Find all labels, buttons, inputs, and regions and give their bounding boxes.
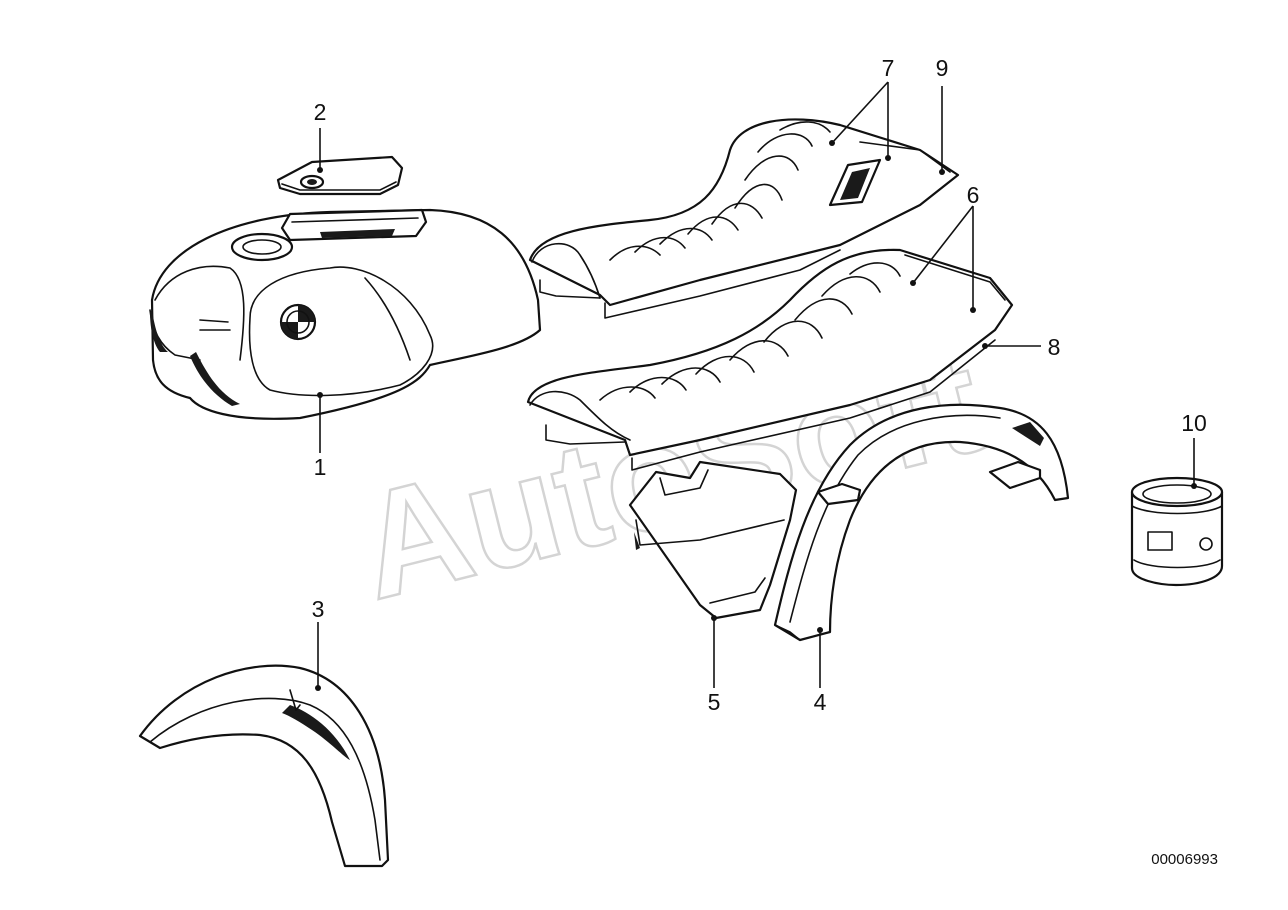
document-number: 00006993 (1151, 851, 1218, 868)
seat-ribs-upper (609, 121, 831, 261)
callout-8: 8 (1048, 334, 1061, 360)
part-side-cover[interactable] (628, 460, 798, 620)
seat-ribs-lower (599, 262, 901, 401)
callout-4: 4 (814, 689, 827, 715)
callout-9: 9 (936, 55, 949, 81)
callout-10: 10 (1181, 410, 1207, 436)
callout-7: 7 (882, 55, 895, 81)
callout-5: 5 (708, 689, 721, 715)
callout-2: 2 (314, 99, 327, 125)
leader-lines (315, 81, 1197, 691)
part-paint-can[interactable] (1130, 476, 1224, 587)
part-lower-seat[interactable] (526, 248, 1014, 471)
part-front-mudguard[interactable] (138, 664, 390, 868)
part-upper-seat[interactable] (528, 118, 960, 319)
callout-labels: 1 2 3 4 5 6 7 8 9 10 (312, 55, 1207, 715)
callout-1: 1 (314, 454, 327, 480)
callout-6: 6 (967, 182, 980, 208)
part-rear-mudguard[interactable] (773, 403, 1070, 642)
part-tank-lid[interactable] (276, 155, 404, 196)
part-fuel-tank[interactable] (149, 208, 542, 420)
callout-3: 3 (312, 596, 325, 622)
